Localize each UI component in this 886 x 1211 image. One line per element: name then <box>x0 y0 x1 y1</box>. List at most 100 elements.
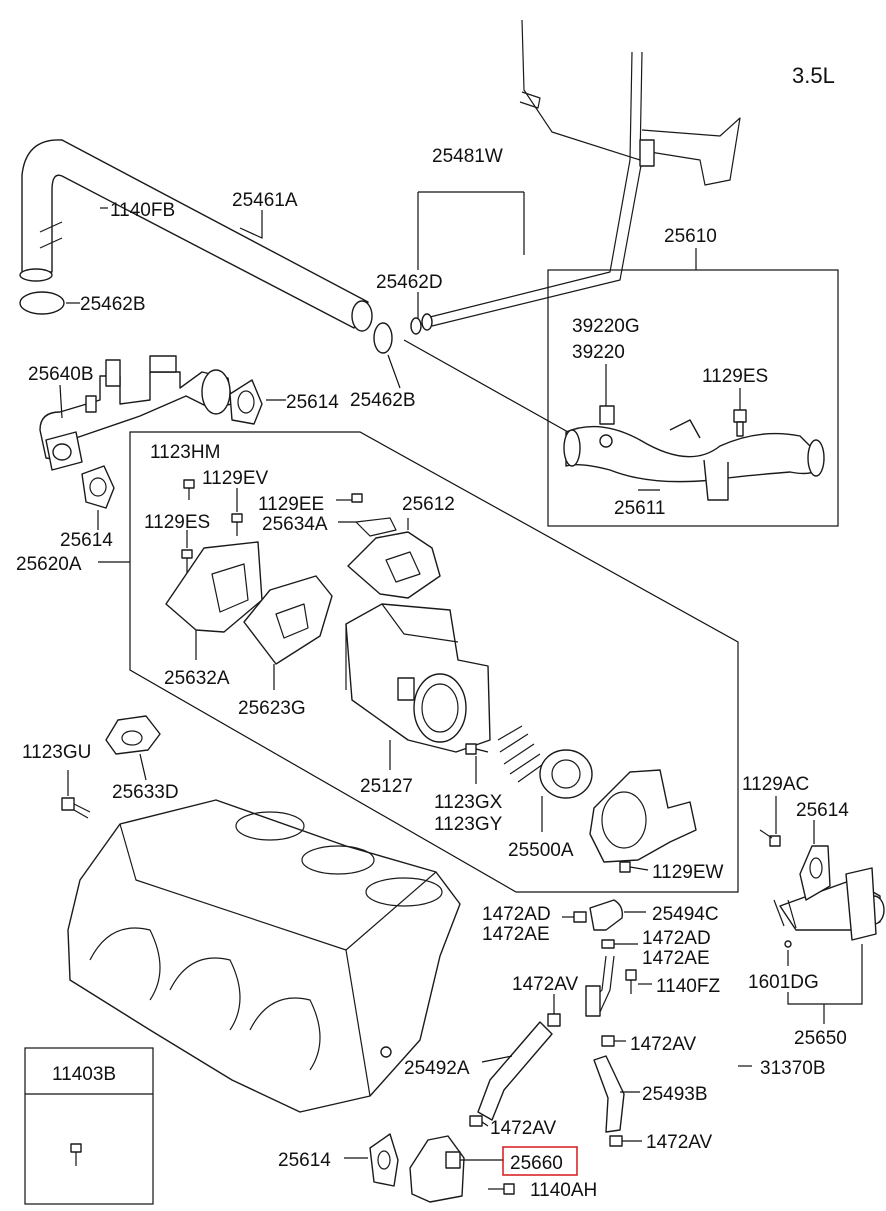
label-25500a[interactable]: 25500A <box>508 840 574 861</box>
label-1123gy[interactable]: 1123GY <box>434 814 503 835</box>
legend-part-number: 11403B <box>52 1064 116 1085</box>
bolt-1129ev <box>231 488 243 536</box>
label-1129es-left[interactable]: 1129ES <box>144 512 210 533</box>
label-25640b[interactable]: 25640B <box>28 364 94 385</box>
leader-lines-left <box>59 384 286 530</box>
leader-lines-top <box>66 191 569 433</box>
label-25481w[interactable]: 25481W <box>432 146 503 167</box>
hose-25494c <box>562 899 646 931</box>
gasket-25633d <box>105 715 161 781</box>
label-25461a[interactable]: 25461A <box>232 190 298 211</box>
gasket-25612 <box>347 518 441 599</box>
label-25614-a[interactable]: 25614 <box>286 392 339 413</box>
temp-sensor-39220 <box>599 364 615 425</box>
label-25610[interactable]: 25610 <box>664 226 717 247</box>
label-1123gx[interactable]: 1123GX <box>434 792 503 813</box>
thermostat-housing-25632a <box>165 541 263 660</box>
label-25462b-mid[interactable]: 25462B <box>350 390 416 411</box>
legend-bolt-icon <box>70 1143 82 1153</box>
label-1129es-right[interactable]: 1129ES <box>702 366 768 387</box>
thermostat-assembly-box <box>129 431 739 893</box>
bolt-1129es-housing <box>733 388 747 437</box>
label-25462b-top[interactable]: 25462B <box>80 294 146 315</box>
label-1129ee[interactable]: 1129EE <box>258 494 324 515</box>
thermostat-25500a <box>497 725 593 832</box>
part-labels: 25481W 25461A 1140FB 25462B 25462D 25462… <box>16 146 849 1201</box>
bolt-1129ee <box>336 493 363 503</box>
label-1123gu[interactable]: 1123GU <box>22 742 91 763</box>
highlight-box-25660 <box>502 1146 578 1176</box>
label-1129ac[interactable]: 1129AC <box>742 774 809 795</box>
water-outlet-housing-25611 <box>563 419 825 501</box>
label-39220g[interactable]: 39220G <box>572 316 640 337</box>
water-pipe-25650 <box>773 867 885 948</box>
o-ring-25462d <box>410 317 422 335</box>
label-1472ad-b[interactable]: 1472AD <box>642 928 711 949</box>
bolt-1123gx <box>465 743 489 784</box>
leader-25650 <box>787 944 863 1005</box>
engine-displacement-label: 3.5L <box>792 63 835 88</box>
bracket-25634a <box>338 517 397 537</box>
legend-box: 11403B <box>24 1047 154 1205</box>
clamp-1472av-low <box>469 1115 489 1127</box>
label-31370b[interactable]: 31370B <box>760 1058 826 1079</box>
bolt-1140ah <box>488 1183 515 1195</box>
bolt-1123hm <box>183 479 195 500</box>
label-1472av-d[interactable]: 1472AV <box>646 1132 713 1153</box>
label-1140fb[interactable]: 1140FB <box>110 200 175 221</box>
label-1140fz[interactable]: 1140FZ <box>656 976 720 997</box>
label-25650[interactable]: 25650 <box>794 1028 847 1049</box>
label-1129ev[interactable]: 1129EV <box>202 468 269 489</box>
label-25614-b[interactable]: 25614 <box>60 530 113 551</box>
label-25611[interactable]: 25611 <box>614 498 665 519</box>
o-ring-25462b-mid <box>373 322 393 354</box>
gasket-25614-c <box>799 820 831 901</box>
label-25632a[interactable]: 25632A <box>164 668 230 689</box>
gasket-25614-b <box>81 465 115 509</box>
label-25612[interactable]: 25612 <box>402 494 455 515</box>
thermostat-body-25127 <box>345 603 491 770</box>
label-39220[interactable]: 39220 <box>572 342 625 363</box>
gasket-25614-d <box>344 1133 399 1187</box>
label-1472ad-a[interactable]: 1472AD <box>482 904 551 925</box>
label-1601dg[interactable]: 1601DG <box>748 972 819 993</box>
bypass-pipe-25481w <box>425 19 741 327</box>
water-pipe-25640b <box>39 355 233 471</box>
label-25614-c[interactable]: 25614 <box>796 800 849 821</box>
bolt-1140fz <box>625 969 652 994</box>
label-25620a[interactable]: 25620A <box>16 554 82 575</box>
clamp-1472av-mid <box>601 1035 626 1047</box>
engine-block <box>67 799 461 1113</box>
label-1472av-a[interactable]: 1472AV <box>512 974 579 995</box>
label-25494c[interactable]: 25494C <box>652 904 719 925</box>
clamp-1472av-right <box>609 1135 642 1147</box>
label-25660[interactable]: 25660 <box>510 1153 563 1174</box>
label-25623g[interactable]: 25623G <box>238 698 306 719</box>
gasket-25623g <box>243 575 333 690</box>
label-1472av-b[interactable]: 1472AV <box>630 1034 697 1055</box>
label-1123hm[interactable]: 1123HM <box>150 442 220 463</box>
label-25127[interactable]: 25127 <box>360 776 413 797</box>
label-1140ah[interactable]: 1140AH <box>530 1180 597 1201</box>
o-ring-25462d-2 <box>421 313 433 331</box>
label-25493b[interactable]: 25493B <box>642 1084 708 1105</box>
hose-assembly-mid <box>585 939 638 1017</box>
label-25634a[interactable]: 25634A <box>262 514 328 535</box>
label-1472ae-a[interactable]: 1472AE <box>482 924 550 945</box>
label-25614-d[interactable]: 25614 <box>278 1150 331 1171</box>
fitting-25660 <box>409 1135 504 1203</box>
housing-assembly-box <box>547 269 839 527</box>
label-25633d[interactable]: 25633D <box>112 782 179 803</box>
hose-25492a <box>477 994 561 1121</box>
label-25492a[interactable]: 25492A <box>404 1058 470 1079</box>
label-25462d[interactable]: 25462D <box>376 272 443 293</box>
coolant-pipe-25461a <box>19 139 373 332</box>
o-ring-25462b <box>19 291 65 315</box>
label-1129ew[interactable]: 1129EW <box>652 862 724 883</box>
label-1472ae-b[interactable]: 1472AE <box>642 948 710 969</box>
gasket-25614-a <box>229 379 263 425</box>
bolt-1123gu <box>61 770 91 819</box>
hose-25493b <box>593 1055 640 1133</box>
label-1472av-c[interactable]: 1472AV <box>490 1118 557 1139</box>
